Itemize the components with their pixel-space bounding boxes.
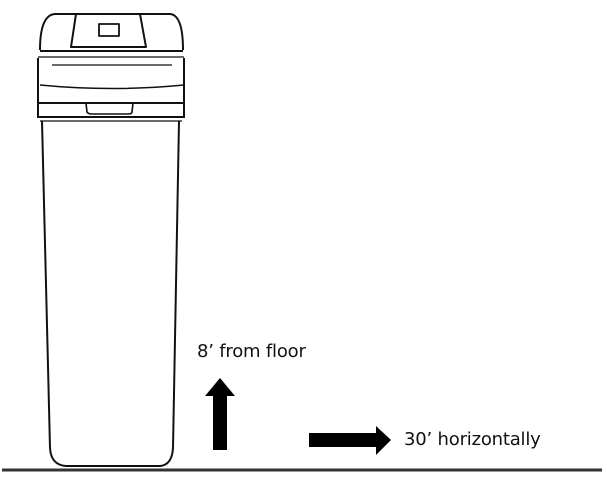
arrow-right-icon	[309, 426, 391, 455]
vertical-clearance-label: 8’ from floor	[197, 341, 306, 362]
control-panel	[70, 13, 147, 48]
arrow-up-icon	[205, 378, 235, 450]
salt-lid	[37, 58, 185, 70]
lid-handle	[85, 102, 134, 115]
water-softener-illustration	[37, 13, 185, 467]
softener-tank	[41, 120, 180, 467]
display-window	[98, 23, 120, 37]
softener-top-cap	[39, 13, 184, 51]
horizontal-clearance-label: 30’ horizontally	[404, 429, 541, 450]
